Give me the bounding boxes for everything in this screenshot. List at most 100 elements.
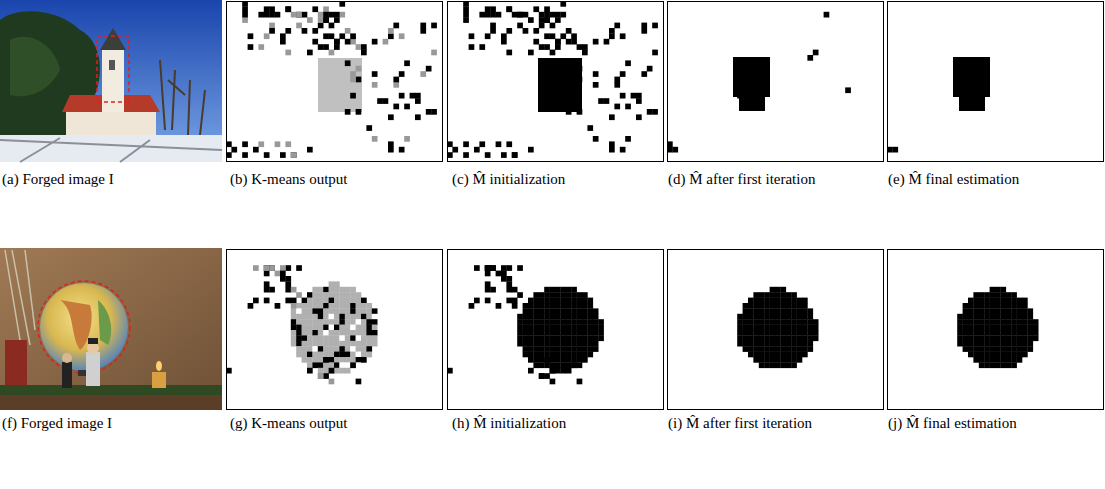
mask-block bbox=[984, 330, 990, 336]
mask-frame bbox=[448, 250, 664, 410]
mask-block bbox=[791, 357, 797, 363]
mask-block bbox=[334, 352, 340, 358]
mask-block bbox=[764, 357, 770, 363]
mask-block bbox=[544, 6, 550, 12]
mask-block bbox=[544, 17, 550, 23]
mask-block bbox=[973, 292, 979, 298]
mask-block bbox=[566, 109, 572, 115]
mask-block bbox=[517, 12, 523, 18]
mask-block bbox=[1006, 335, 1012, 341]
mask-block bbox=[560, 352, 566, 358]
mask-block bbox=[517, 292, 523, 298]
mask-block bbox=[312, 319, 318, 325]
mask-block bbox=[759, 352, 765, 358]
mask-block bbox=[780, 319, 786, 325]
mask-block bbox=[813, 330, 819, 336]
mask-block bbox=[775, 352, 781, 358]
mask-block bbox=[350, 77, 356, 83]
mask-block bbox=[652, 23, 658, 29]
mask-block bbox=[802, 319, 808, 325]
mask-block bbox=[625, 104, 631, 110]
mask-block bbox=[593, 341, 599, 347]
panel-caption: (h) M̂ initialization bbox=[452, 414, 667, 433]
mask-block bbox=[318, 335, 324, 341]
mask-block bbox=[797, 346, 803, 352]
mask-block bbox=[366, 314, 372, 320]
mask-block bbox=[242, 6, 248, 12]
mask-block bbox=[560, 298, 566, 304]
mask-block bbox=[555, 17, 561, 23]
mask-block bbox=[544, 292, 550, 298]
mask-block bbox=[560, 303, 566, 309]
mask-block bbox=[571, 292, 577, 298]
mask-block bbox=[528, 50, 534, 56]
mask-block bbox=[539, 23, 545, 29]
mask-block bbox=[329, 330, 335, 336]
mask-block bbox=[323, 341, 329, 347]
mask-block bbox=[539, 12, 545, 18]
mask-block bbox=[770, 335, 776, 341]
mask-block bbox=[802, 335, 808, 341]
mask-block bbox=[539, 330, 545, 336]
mask-block bbox=[1017, 330, 1023, 336]
mask-block bbox=[533, 357, 539, 363]
mask-block bbox=[485, 265, 491, 271]
mask-block bbox=[614, 77, 620, 83]
mask-block bbox=[345, 357, 351, 363]
mask-block bbox=[1027, 325, 1033, 331]
mask-block bbox=[490, 28, 496, 34]
mask-block bbox=[345, 362, 351, 368]
mask-block bbox=[533, 28, 539, 34]
mask-block bbox=[302, 341, 308, 347]
mask-block bbox=[973, 341, 979, 347]
mask-block bbox=[990, 314, 996, 320]
mask-block bbox=[748, 346, 754, 352]
mask-block bbox=[302, 314, 308, 320]
mask-block bbox=[968, 314, 974, 320]
mask-block bbox=[990, 303, 996, 309]
mask-block bbox=[431, 23, 437, 29]
mask-block bbox=[269, 6, 275, 12]
mask-block bbox=[560, 325, 566, 331]
mask-block bbox=[248, 303, 254, 309]
mask-block bbox=[345, 287, 351, 293]
mask-block bbox=[566, 28, 572, 34]
mask-block bbox=[474, 265, 480, 271]
mask-block bbox=[312, 330, 318, 336]
mask-block bbox=[528, 357, 534, 363]
mask-block bbox=[984, 341, 990, 347]
mask-block bbox=[652, 109, 658, 115]
mask-block bbox=[523, 325, 529, 331]
mask-block bbox=[312, 341, 318, 347]
mask-block bbox=[780, 352, 786, 358]
mask-block bbox=[533, 308, 539, 314]
mask-block bbox=[1006, 341, 1012, 347]
mask-block bbox=[356, 314, 362, 320]
mask-block bbox=[566, 39, 572, 45]
mask-block bbox=[415, 98, 421, 104]
mask-block bbox=[528, 352, 534, 358]
mask-block bbox=[577, 352, 583, 358]
mask-block bbox=[280, 265, 286, 271]
mask-block bbox=[571, 346, 577, 352]
mask-block bbox=[963, 325, 969, 331]
mask-block bbox=[1022, 308, 1028, 314]
mask-block bbox=[533, 325, 539, 331]
mask-block bbox=[264, 12, 270, 18]
mask-block bbox=[242, 141, 248, 147]
mask-block bbox=[517, 319, 523, 325]
mask-block bbox=[667, 141, 673, 147]
mask-block bbox=[598, 319, 604, 325]
mask-block bbox=[550, 335, 556, 341]
mask-block bbox=[312, 287, 318, 293]
mask-block bbox=[555, 287, 561, 293]
mask-block bbox=[539, 314, 545, 320]
mask-block bbox=[269, 265, 275, 271]
mask-block bbox=[361, 303, 367, 309]
mask-block bbox=[523, 319, 529, 325]
mask-block bbox=[550, 368, 556, 374]
mask-block bbox=[291, 330, 297, 336]
mask-block bbox=[517, 330, 523, 336]
mask-block bbox=[550, 346, 556, 352]
mask-block bbox=[361, 50, 367, 56]
